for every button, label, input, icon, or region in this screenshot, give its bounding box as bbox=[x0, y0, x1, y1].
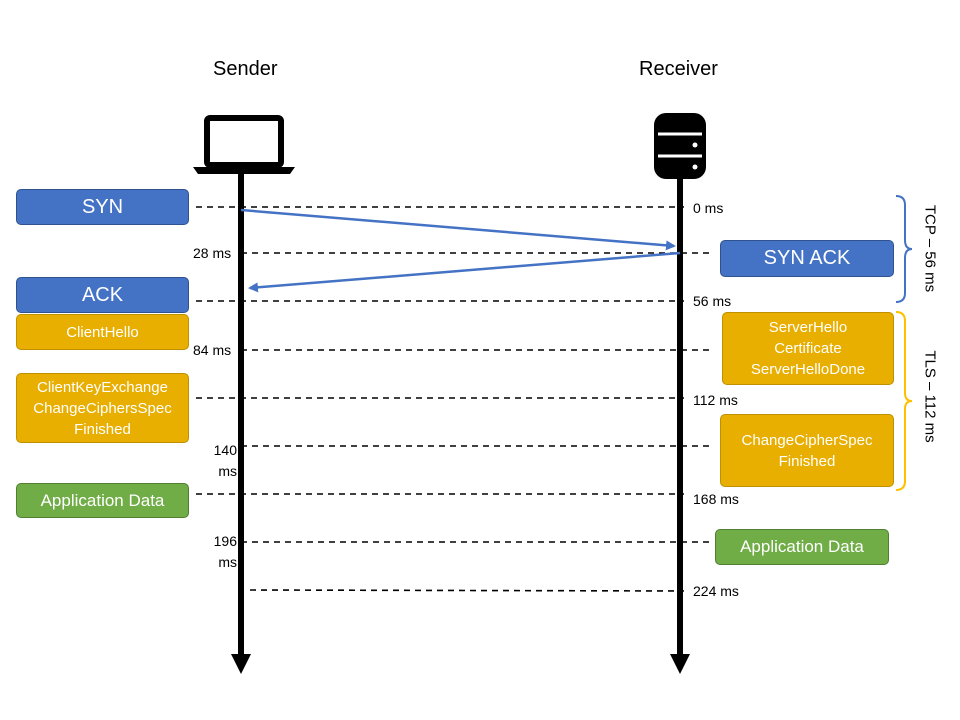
sender-application-data-label: Application Data bbox=[40, 490, 165, 510]
change-cipher-spec-label: ChangeCipherSpec Finished bbox=[741, 431, 873, 470]
time-label-56ms: 56 ms bbox=[693, 293, 732, 309]
client-hello-label: ClientHello bbox=[66, 323, 139, 341]
sender-title: Sender bbox=[213, 58, 278, 80]
client-hello-box: ClientHello bbox=[16, 314, 189, 350]
receiver-application-data-box: Application Data bbox=[715, 529, 889, 565]
time-label-28ms: 28 ms bbox=[193, 245, 232, 261]
time-label-196ms: 196 ms bbox=[213, 533, 237, 570]
syn-ack-arrow bbox=[248, 251, 681, 293]
time-label-224ms: 224 ms bbox=[693, 583, 739, 599]
sender-application-data-box: Application Data bbox=[16, 483, 189, 518]
server-hello-label: ServerHello Certificate ServerHelloDone bbox=[750, 319, 866, 378]
time-label-140ms: 140 ms bbox=[213, 442, 237, 479]
tls-bracket bbox=[895, 311, 913, 491]
sender-lifeline-arrowhead bbox=[231, 654, 251, 674]
receiver-title: Receiver bbox=[639, 58, 718, 80]
tcp-bracket bbox=[895, 195, 913, 303]
tls-phase-label: TLS – 112 ms bbox=[921, 350, 939, 443]
timeline-224ms bbox=[249, 589, 685, 592]
ack-box: ACK bbox=[16, 277, 189, 313]
ack-label: ACK bbox=[81, 283, 124, 306]
time-label-168ms: 168 ms bbox=[693, 491, 739, 507]
syn-arrow bbox=[240, 208, 676, 251]
tcp-phase-label: TCP – 56 ms bbox=[921, 204, 939, 293]
syn-box: SYN bbox=[16, 189, 189, 225]
time-label-84ms: 84 ms bbox=[193, 342, 232, 358]
change-cipher-spec-box: ChangeCipherSpec Finished bbox=[720, 414, 894, 487]
server-hello-box: ServerHello Certificate ServerHelloDone bbox=[722, 312, 894, 385]
receiver-lifeline-arrowhead bbox=[670, 654, 690, 674]
time-label-0ms: 0 ms bbox=[693, 200, 724, 216]
client-key-exchange-label: ClientKeyExchange ChangeCiphersSpec Fini… bbox=[33, 378, 172, 438]
client-key-exchange-box: ClientKeyExchange ChangeCiphersSpec Fini… bbox=[16, 373, 189, 443]
database-icon bbox=[654, 113, 706, 179]
laptop-icon bbox=[193, 115, 295, 174]
receiver-application-data-label: Application Data bbox=[740, 537, 864, 556]
syn-ack-box: SYN ACK bbox=[720, 240, 894, 277]
time-label-112ms: 112 ms bbox=[693, 392, 738, 408]
syn-label: SYN bbox=[81, 195, 124, 218]
syn-ack-label: SYN ACK bbox=[763, 247, 851, 269]
